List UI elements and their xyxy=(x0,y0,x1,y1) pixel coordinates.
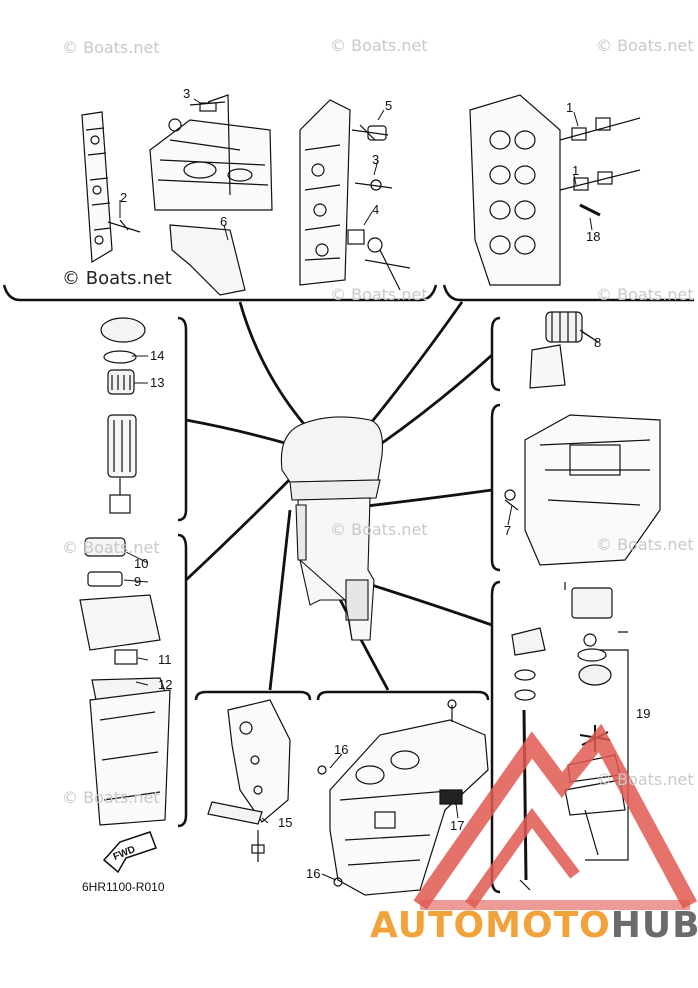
frame-top-left xyxy=(2,284,438,302)
callout-1: 1 xyxy=(572,163,580,178)
callout-leaders xyxy=(119,98,599,881)
frame-top-right xyxy=(442,284,694,302)
bracket-left-2 xyxy=(177,533,188,828)
callout-18: 18 xyxy=(586,229,601,244)
callout-15: 15 xyxy=(278,815,293,830)
brand-logo-mark xyxy=(413,723,698,910)
callout-7: 7 xyxy=(504,523,512,538)
diagram-code: 6HR1100-R010 xyxy=(82,880,165,894)
callout-3: 3 xyxy=(372,152,380,167)
water-pump-assembly xyxy=(511,582,629,891)
manifold-plate xyxy=(81,111,141,264)
watermark: © Boats.net xyxy=(596,285,694,304)
watermark: © Boats.net xyxy=(596,535,694,554)
bracket-right-2 xyxy=(490,403,501,572)
lower-unit xyxy=(317,699,489,896)
bracket-right-1 xyxy=(490,316,501,392)
callout-11: 11 xyxy=(158,652,172,667)
callout-14: 14 xyxy=(150,348,165,363)
frame-bottom-left xyxy=(194,690,312,701)
watermark: © Boats.net xyxy=(596,770,694,789)
callout-4: 4 xyxy=(372,202,380,217)
callout-6: 6 xyxy=(220,214,228,229)
vapor-separator xyxy=(79,537,171,826)
callout-3: 3 xyxy=(183,86,191,101)
callout-8: 8 xyxy=(594,335,602,350)
callout-9: 9 xyxy=(134,574,142,589)
watermark: © Boats.net xyxy=(330,520,428,539)
callout-5: 5 xyxy=(385,98,393,113)
fwd-arrow xyxy=(102,831,157,874)
brand-part-2: HUB xyxy=(610,905,698,946)
oil-filter xyxy=(529,311,599,389)
watermark: © Boats.net xyxy=(62,538,160,557)
fuel-filter xyxy=(100,317,146,514)
bracket-right-3 xyxy=(490,580,501,894)
brand-wordmark: AUTOMOTOHUB xyxy=(370,905,698,946)
watermark: © Boats.net xyxy=(62,268,172,289)
callout-1: 1 xyxy=(566,100,574,115)
watermark: © Boats.net xyxy=(330,36,428,55)
bracket-left-1 xyxy=(177,316,188,522)
watermark: © Boats.net xyxy=(62,38,160,57)
watermark: © Boats.net xyxy=(330,285,428,304)
oil-pan xyxy=(504,414,661,566)
callout-13: 13 xyxy=(150,375,165,390)
callout-16: 16 xyxy=(306,866,321,881)
callout-2: 2 xyxy=(120,190,128,205)
watermark: © Boats.net xyxy=(596,36,694,55)
outboard-motor xyxy=(280,416,384,641)
cylinder-head-side xyxy=(299,99,411,291)
callout-12: 12 xyxy=(158,677,173,692)
callout-17: 17 xyxy=(450,818,465,833)
callout-16: 16 xyxy=(334,742,349,757)
lower-bracket xyxy=(207,699,291,862)
cylinder-block-top xyxy=(149,94,273,296)
callout-10: 10 xyxy=(134,556,149,571)
callout-19: 19 xyxy=(636,706,651,721)
frame-bottom-right xyxy=(316,690,490,701)
cylinder-head-main xyxy=(469,94,641,286)
watermark: © Boats.net xyxy=(62,788,160,807)
brand-part-1: AUTOMOTO xyxy=(370,905,611,946)
